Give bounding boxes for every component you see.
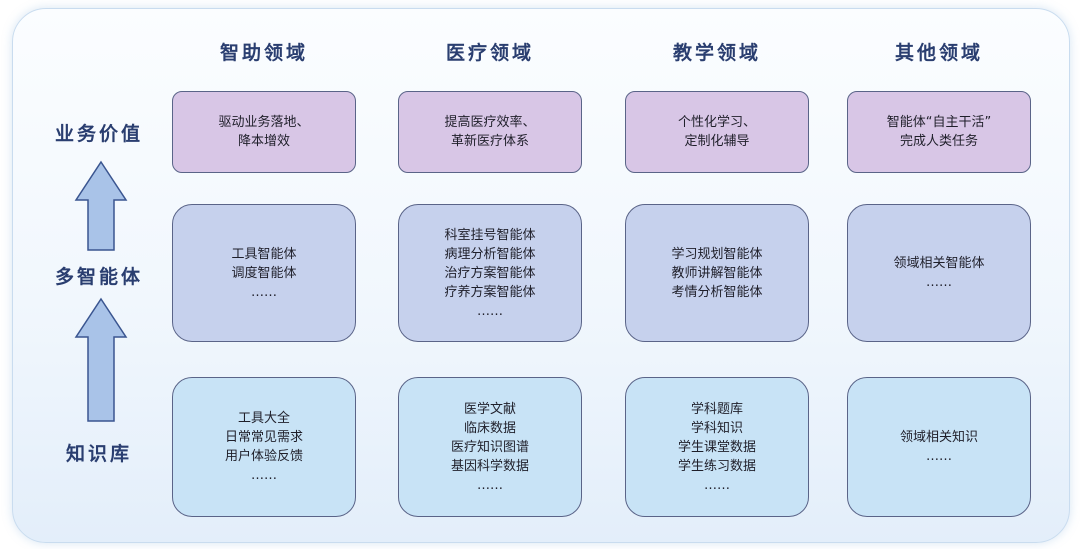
box-text-line: 医学文献 (463, 401, 516, 417)
box-text-line: 提高医疗效率、 (444, 115, 536, 130)
box-text-line: 学生课堂数据 (677, 439, 756, 455)
column-heading-smart-assist: 智助领域 (219, 42, 308, 64)
box-text-line: 降本增效 (237, 134, 290, 149)
box-text-line: …… (251, 468, 277, 483)
box-text-line: 日常常见需求 (224, 430, 303, 445)
row-label-business-value: 业务价值 (54, 123, 143, 145)
box-text-line: 调度智能体 (231, 265, 297, 281)
value-box-smart-assist: 驱动业务落地、 降本增效 (172, 91, 356, 173)
box-text-line: …… (926, 275, 952, 290)
box-text-line: 学科题库 (690, 401, 743, 417)
box-text-line: …… (926, 449, 952, 464)
column-heading-other: 其他领域 (894, 42, 983, 64)
box-text-line: 个性化学习、 (677, 115, 756, 130)
agent-box-medical: 科室挂号智能体 病理分析智能体 治疗方案智能体 疗养方案智能体 …… (398, 204, 582, 342)
up-arrow-icon (74, 297, 128, 422)
row-label-knowledge-base: 知识库 (65, 443, 132, 465)
box-text-line: 智能体“自主干活” (886, 115, 992, 130)
column-heading-teaching: 教学领域 (672, 42, 761, 64)
box-text-line: 工具大全 (237, 411, 290, 426)
knowledge-box-medical: 医学文献 临床数据 医疗知识图谱 基因科学数据 …… (398, 377, 582, 517)
box-text-line: 学科知识 (690, 420, 743, 436)
agent-box-teaching: 学习规划智能体 教师讲解智能体 考情分析智能体 (625, 204, 809, 342)
box-text-line: 驱动业务落地、 (218, 115, 310, 130)
value-box-medical: 提高医疗效率、 革新医疗体系 (398, 91, 582, 173)
box-text-line: 临床数据 (463, 420, 516, 436)
knowledge-box-teaching: 学科题库 学科知识 学生课堂数据 学生练习数据 …… (625, 377, 809, 517)
box-text-line: 革新医疗体系 (450, 134, 529, 149)
knowledge-box-smart-assist: 工具大全 日常常见需求 用户体验反馈 …… (172, 377, 356, 517)
box-text-line: …… (251, 284, 277, 300)
column-heading-medical: 医疗领域 (445, 42, 534, 64)
box-text-line: 学习规划智能体 (671, 246, 763, 262)
box-text-line: 科室挂号智能体 (444, 227, 536, 243)
knowledge-box-other: 领域相关知识 …… (847, 377, 1031, 517)
box-text-line: 教师讲解智能体 (671, 265, 763, 281)
box-text-line: 病理分析智能体 (444, 246, 536, 262)
box-text-line: 基因科学数据 (450, 458, 529, 474)
box-text-line: 定制化辅导 (684, 134, 750, 149)
box-text-line: 工具智能体 (231, 246, 297, 262)
box-text-line: 学生练习数据 (677, 458, 756, 474)
box-text-line: 领域相关智能体 (893, 256, 985, 271)
box-text-line: 用户体验反馈 (224, 449, 303, 464)
value-box-other: 智能体“自主干活” 完成人类任务 (847, 91, 1031, 173)
box-text-line: 疗养方案智能体 (444, 284, 536, 300)
up-arrow-icon (74, 160, 128, 251)
box-text-line: 医疗知识图谱 (450, 439, 529, 455)
box-text-line: 完成人类任务 (899, 134, 978, 149)
agent-box-other: 领域相关智能体 …… (847, 204, 1031, 342)
box-text-line: …… (477, 477, 503, 493)
box-text-line: …… (704, 477, 730, 493)
row-label-multi-agent: 多智能体 (54, 266, 143, 288)
value-box-teaching: 个性化学习、 定制化辅导 (625, 91, 809, 173)
agent-box-smart-assist: 工具智能体 调度智能体 …… (172, 204, 356, 342)
box-text-line: 治疗方案智能体 (444, 265, 536, 281)
box-text-line: 领域相关知识 (899, 430, 978, 445)
box-text-line: …… (477, 303, 503, 319)
box-text-line: 考情分析智能体 (671, 284, 763, 300)
